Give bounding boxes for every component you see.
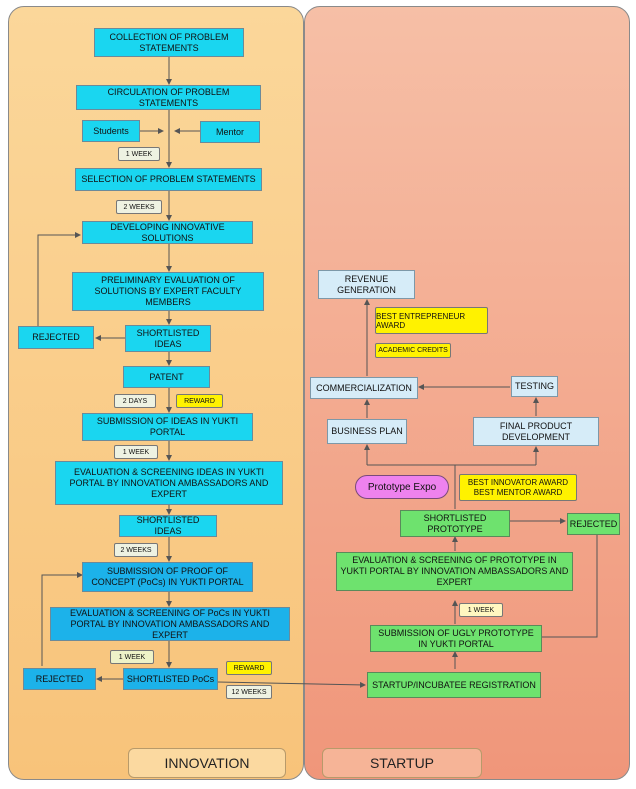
- academic-credits-tag: ACADEMIC CREDITS: [375, 343, 451, 358]
- rejected-prototype-box: REJECTED: [567, 513, 620, 535]
- selection-of-problem-statements-box: SELECTION OF PROBLEM STATEMENTS: [75, 168, 262, 191]
- duration-tag-12-weeks: 12 WEEKS: [226, 685, 272, 699]
- testing-box: TESTING: [511, 376, 558, 397]
- shortlisted-ideas-yukti-box: SHORTLISTED IDEAS: [119, 515, 217, 537]
- evaluation-screening-pocs-box: EVALUATION & SCREENING OF PoCs IN YUKTI …: [50, 607, 290, 641]
- duration-tag-1-week: 1 WEEK: [118, 147, 160, 161]
- shortlisted-prototype-box: SHORTLISTED PROTOTYPE: [400, 510, 510, 537]
- reward-tag: REWARD: [176, 394, 223, 408]
- shortlisted-pocs-box: SHORTLISTED PoCs: [123, 668, 218, 690]
- duration-tag-1-week: 1 WEEK: [114, 445, 158, 459]
- submission-of-ideas-yukti-box: SUBMISSION OF IDEAS IN YUKTI PORTAL: [82, 413, 253, 441]
- students-box: Students: [82, 120, 140, 142]
- rejected-ideas-box: REJECTED: [18, 326, 94, 349]
- commercialization-box: COMMERCIALIZATION: [310, 377, 418, 399]
- duration-tag-2-days: 2 DAYS: [114, 394, 156, 408]
- duration-tag-2-weeks: 2 WEEKS: [114, 543, 158, 557]
- startup-section-title: STARTUP: [322, 748, 482, 778]
- evaluation-screening-ideas-box: EVALUATION & SCREENING IDEAS IN YUKTI PO…: [55, 461, 283, 505]
- duration-tag-2-weeks: 2 WEEKS: [116, 200, 162, 214]
- final-product-development-box: FINAL PRODUCT DEVELOPMENT: [473, 417, 599, 446]
- startup-incubatee-registration-box: STARTUP/INCUBATEE REGISTRATION: [367, 672, 541, 698]
- collection-of-problem-statements-box: COLLECTION OF PROBLEM STATEMENTS: [94, 28, 244, 57]
- prototype-expo-oval: Prototype Expo: [355, 475, 449, 499]
- best-innovator-mentor-award-tag: BEST INNOVATOR AWARD BEST MENTOR AWARD: [459, 474, 577, 501]
- shortlisted-ideas-box: SHORTLISTED IDEAS: [125, 325, 211, 352]
- reward-tag: REWARD: [226, 661, 272, 675]
- submission-of-poc-box: SUBMISSION OF PROOF OF CONCEPT (PoCs) IN…: [82, 562, 253, 592]
- submission-ugly-prototype-box: SUBMISSION OF UGLY PROTOTYPE IN YUKTI PO…: [370, 625, 542, 652]
- rejected-pocs-box: REJECTED: [23, 668, 96, 690]
- evaluation-screening-prototype-box: EVALUATION & SCREENING OF PROTOTYPE IN Y…: [336, 552, 573, 591]
- best-entrepreneur-award-tag: BEST ENTREPRENEUR AWARD: [375, 307, 488, 334]
- mentor-box: Mentor: [200, 121, 260, 143]
- preliminary-evaluation-box: PRELIMINARY EVALUATION OF SOLUTIONS BY E…: [72, 272, 264, 311]
- patent-box: PATENT: [123, 366, 210, 388]
- business-plan-box: BUSINESS PLAN: [327, 419, 407, 444]
- duration-tag-1-week: 1 WEEK: [110, 650, 154, 664]
- duration-tag-1-week: 1 WEEK: [459, 603, 503, 617]
- revenue-generation-box: REVENUE GENERATION: [318, 270, 415, 299]
- developing-innovative-solutions-box: DEVELOPING INNOVATIVE SOLUTIONS: [82, 221, 253, 244]
- circulation-of-problem-statements-box: CIRCULATION OF PROBLEM STATEMENTS: [76, 85, 261, 110]
- innovation-section-title: INNOVATION: [128, 748, 286, 778]
